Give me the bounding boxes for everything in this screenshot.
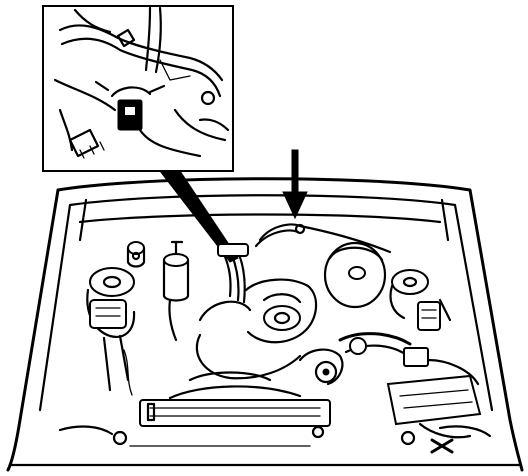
lower-details (58, 425, 492, 447)
inset-detail (42, 5, 234, 172)
right-strut-tower (389, 269, 452, 331)
left-strut-tower (86, 267, 136, 396)
battery-box (386, 374, 482, 454)
inset-wiring-detail (53, 6, 230, 159)
engine-bay (6, 177, 524, 472)
callout-wedge (158, 170, 239, 263)
ignition-coil (162, 240, 190, 342)
radiator-panel (139, 371, 331, 427)
reservoir-left (126, 241, 146, 268)
air-cleaner-housing (323, 241, 387, 309)
intake-manifold (195, 278, 318, 380)
wiring-harness (217, 223, 392, 304)
hoses-right (298, 332, 480, 386)
down-arrow-icon (282, 149, 308, 220)
